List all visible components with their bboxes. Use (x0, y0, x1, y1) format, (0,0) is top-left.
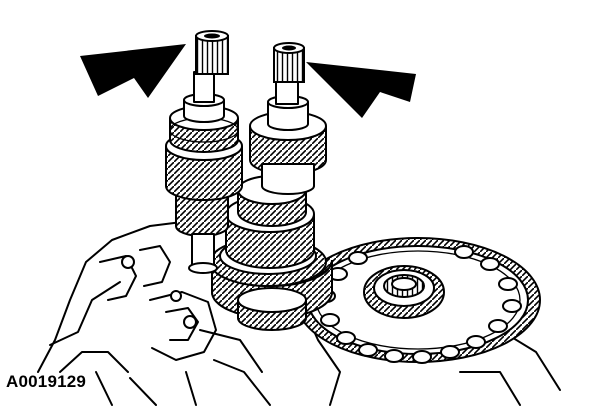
figure-code: A0019129 (6, 372, 87, 391)
differential-ring-gear (295, 237, 541, 364)
left-arrow-icon (80, 44, 186, 98)
right-arrow-icon (306, 62, 416, 118)
left-shaft-assembly (165, 30, 243, 274)
right-shaft-assembly (249, 42, 327, 195)
